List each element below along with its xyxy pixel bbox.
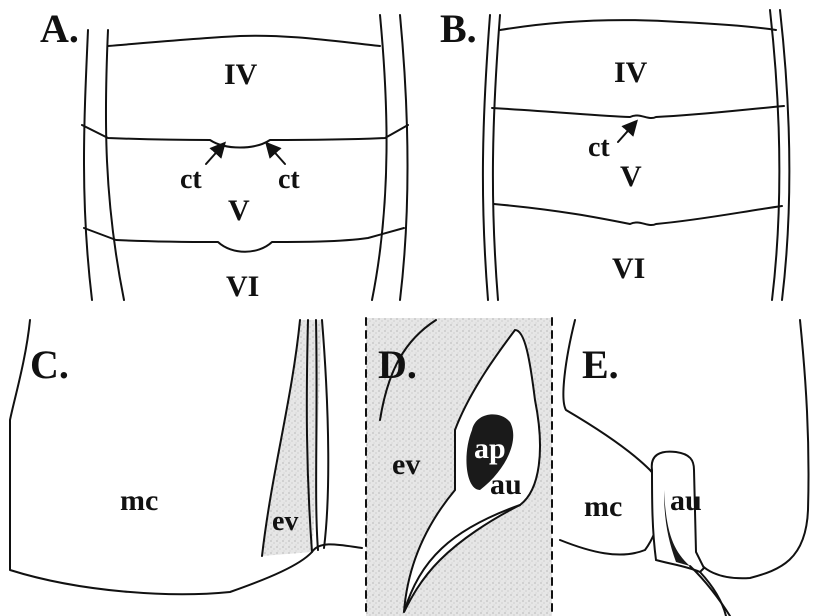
panel-a-right-inner-line xyxy=(372,15,387,300)
panel-a-segment-v-label: V xyxy=(228,194,250,227)
panel-c-mc-label: mc xyxy=(120,484,158,517)
panel-a-ct-right-arrow xyxy=(269,146,285,164)
panel-c: C. mc ev xyxy=(10,320,362,594)
panel-a: A. IV V VI ct ct xyxy=(40,6,408,303)
panel-a-segment-vi-label: VI xyxy=(226,270,259,303)
panel-d-ap-label: ap xyxy=(474,432,506,465)
panel-a-segment-iv-label: IV xyxy=(224,58,258,91)
panel-a-ct-right-label: ct xyxy=(278,164,300,195)
panel-e-mc-label: mc xyxy=(584,490,622,523)
panel-b-segment-iv-v-boundary xyxy=(492,106,784,118)
panel-a-left-inner-line xyxy=(106,30,124,300)
panel-b-letter: B. xyxy=(440,6,477,51)
panel-b-segment-v-vi-boundary xyxy=(494,204,782,225)
panel-e: E. mc au xyxy=(560,320,809,616)
panel-a-segment-iv-top xyxy=(108,36,380,46)
panel-b-right-inner-line xyxy=(770,10,779,300)
panel-c-letter: C. xyxy=(30,342,69,387)
panel-d-au-label: au xyxy=(490,468,522,501)
panel-e-au-label: au xyxy=(670,484,702,517)
panel-a-letter: A. xyxy=(40,6,79,51)
panel-d: D. ev ap au xyxy=(366,318,552,616)
panel-a-ct-left-label: ct xyxy=(180,164,202,195)
panel-c-ev-label: ev xyxy=(272,506,298,537)
panel-e-letter: E. xyxy=(582,342,619,387)
panel-a-ct-left-arrow xyxy=(206,146,222,164)
panel-a-left-outer-line xyxy=(84,30,92,300)
panel-b-left-inner-line xyxy=(493,15,500,300)
panel-d-ev-label: ev xyxy=(392,448,420,481)
panel-b-ct-label: ct xyxy=(588,132,610,163)
panel-b-left-outer-line xyxy=(483,15,490,300)
panel-b-right-outer-line xyxy=(780,10,789,300)
panel-b-ct-arrow xyxy=(618,124,634,142)
panel-b: B. IV ct V VI xyxy=(440,6,789,300)
panel-b-segment-vi-label: VI xyxy=(612,252,645,285)
panel-b-segment-iv-top xyxy=(500,20,776,30)
panel-a-segment-iv-v-boundary xyxy=(82,125,408,148)
panel-a-right-outer-line xyxy=(400,15,408,300)
panel-b-segment-iv-label: IV xyxy=(614,56,648,89)
panel-e-tail-line-2 xyxy=(700,572,726,616)
panel-e-outer-outline xyxy=(696,320,809,578)
panel-d-letter: D. xyxy=(378,342,417,387)
panel-b-segment-v-label: V xyxy=(620,160,642,193)
panel-a-segment-v-vi-boundary xyxy=(84,228,404,252)
panel-c-ev-right-edge xyxy=(322,320,328,548)
